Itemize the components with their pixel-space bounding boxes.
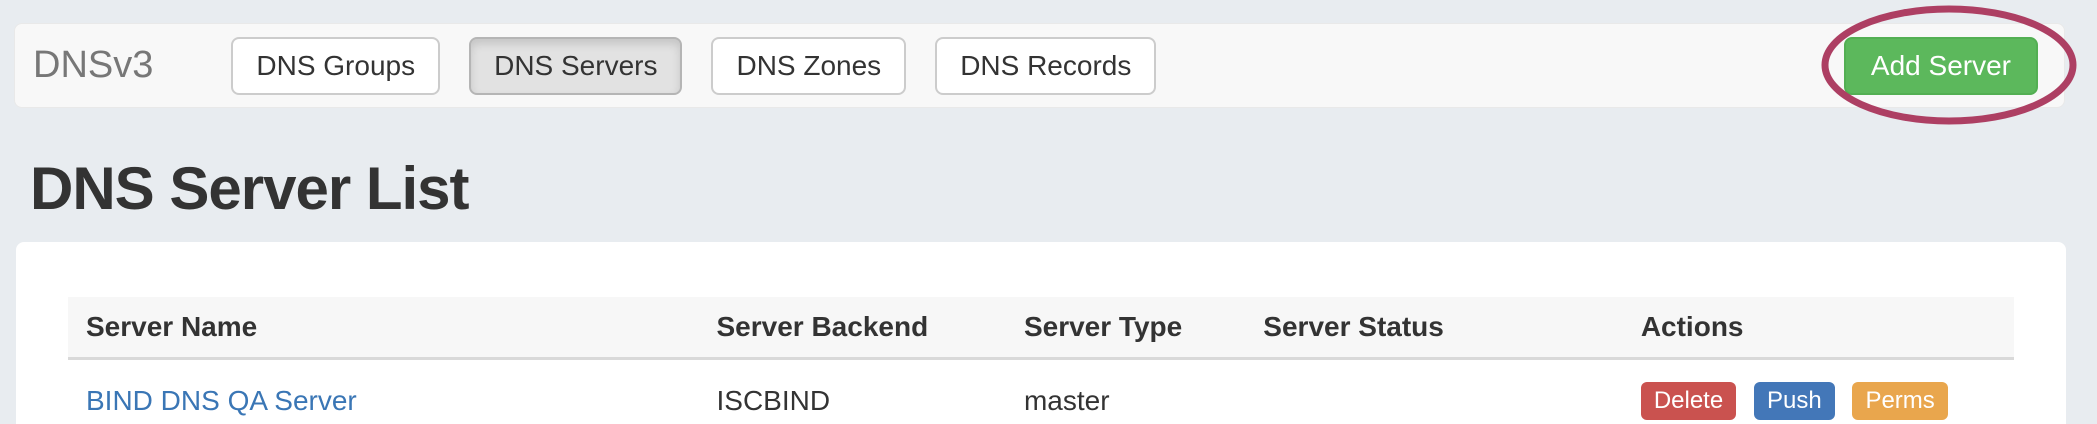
column-header-server-type: Server Type bbox=[1005, 297, 1246, 360]
column-header-server-status: Server Status bbox=[1245, 297, 1623, 360]
page-title: DNS Server List bbox=[30, 155, 470, 222]
cell-actions: Delete Push Perms bbox=[1623, 359, 2014, 424]
navbar: DNSv3 DNS Groups DNS Servers DNS Zones D… bbox=[14, 23, 2065, 108]
column-header-server-name: Server Name bbox=[68, 297, 699, 360]
tab-dns-servers[interactable]: DNS Servers bbox=[469, 36, 683, 95]
column-header-actions: Actions bbox=[1622, 297, 2014, 360]
cell-server-type: master bbox=[1023, 385, 1110, 416]
navbar-brand[interactable]: DNSv3 bbox=[33, 44, 154, 86]
perms-button[interactable]: Perms bbox=[1852, 382, 1948, 420]
cell-server-backend: ISCBIND bbox=[716, 385, 831, 416]
delete-button[interactable]: Delete bbox=[1640, 382, 1737, 420]
server-table: Server Name Server Backend Server Type S… bbox=[68, 297, 2014, 424]
add-server-button[interactable]: Add Server bbox=[1843, 36, 2038, 95]
server-list-card: Server Name Server Backend Server Type S… bbox=[16, 242, 2066, 424]
cell-server-status bbox=[1245, 359, 1623, 424]
table-header-row: Server Name Server Backend Server Type S… bbox=[68, 297, 2014, 360]
cell-server-name: BIND DNS QA Server bbox=[68, 359, 699, 424]
tab-dns-records[interactable]: DNS Records bbox=[935, 36, 1157, 95]
tab-dns-zones[interactable]: DNS Zones bbox=[711, 36, 907, 95]
table-row: BIND DNS QA Server ISCBIND master Delete… bbox=[68, 359, 2014, 424]
server-name-link[interactable]: BIND DNS QA Server bbox=[86, 385, 357, 416]
column-header-server-backend: Server Backend bbox=[698, 297, 1006, 360]
tab-dns-groups[interactable]: DNS Groups bbox=[231, 36, 441, 95]
push-button[interactable]: Push bbox=[1753, 382, 1835, 420]
